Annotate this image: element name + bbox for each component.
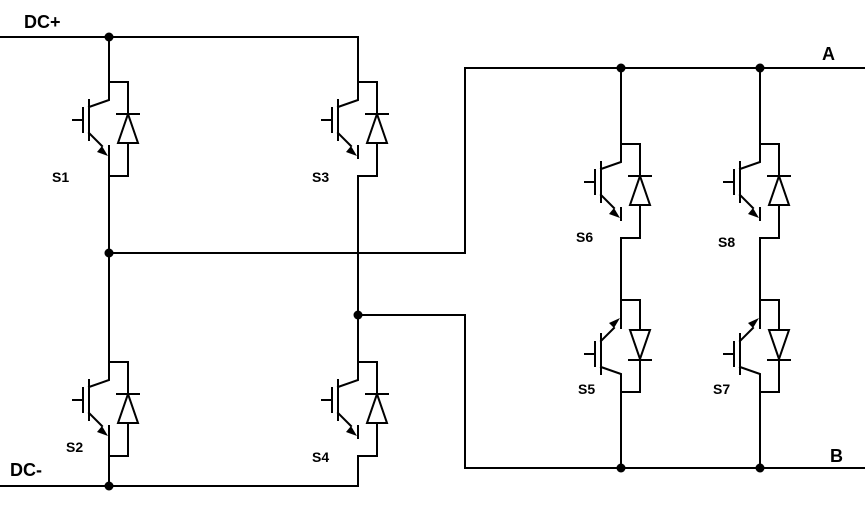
junction-dot — [104, 248, 114, 258]
igbt-s2 — [72, 361, 140, 457]
terminal-label-dc-minus: DC- — [10, 460, 42, 480]
switch-label-s7: S7 — [713, 381, 730, 397]
junction-dot — [104, 32, 114, 42]
switch-label-s6: S6 — [576, 229, 593, 245]
igbt-s8 — [723, 143, 791, 239]
dc-minus-rail — [0, 455, 359, 487]
right-midpoint-wire — [357, 314, 466, 469]
igbt-s7 — [723, 299, 791, 393]
terminal-label-b: B — [830, 446, 843, 466]
switch-label-s8: S8 — [718, 234, 735, 250]
terminal-label-dc-plus: DC+ — [24, 12, 61, 32]
terminal-label-a: A — [822, 44, 835, 64]
igbt-s4 — [321, 361, 389, 457]
wires — [0, 36, 865, 487]
switch-label-s5: S5 — [578, 381, 595, 397]
switch-label-s2: S2 — [66, 439, 83, 455]
igbt-s3 — [321, 81, 389, 177]
switch-label-s3: S3 — [312, 169, 329, 185]
igbt-s1 — [72, 81, 140, 177]
junction-dot — [755, 463, 765, 473]
switch-label-s1: S1 — [52, 169, 69, 185]
igbt-s5 — [584, 299, 652, 393]
junction-dot — [353, 310, 363, 320]
dc-plus-rail — [0, 36, 359, 83]
junction-dot — [616, 63, 626, 73]
junction-dot — [104, 481, 114, 491]
junction-dot — [616, 463, 626, 473]
switch-label-s4: S4 — [312, 449, 329, 465]
junction-dots — [104, 32, 765, 491]
igbt-s6 — [584, 143, 652, 239]
junction-dot — [755, 63, 765, 73]
left-midpoint-wire — [108, 67, 466, 254]
